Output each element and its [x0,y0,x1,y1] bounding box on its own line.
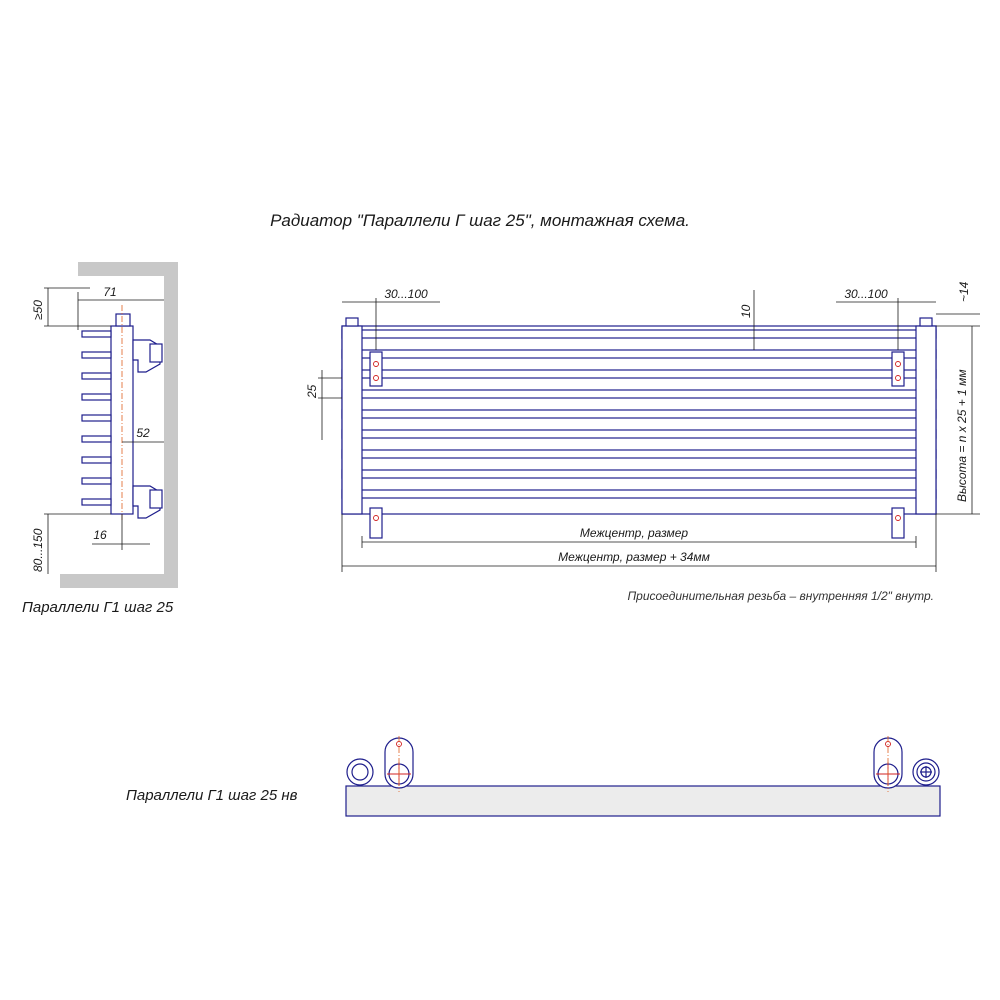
dim-bottom-gap: 80...150 [31,528,45,572]
side-top-plug [115,313,131,327]
front-view: 30...100 30...100 10 ~14 25 Высота = n x… [305,281,980,603]
dim-height: Высота = n x 25 + 1 мм [955,369,969,502]
side-bracket-bottom [132,485,163,519]
front-tubes [341,329,937,499]
dim-pipe-offset: 16 [93,528,107,542]
dim-center-distance: Межцентр, размер [580,526,689,540]
front-right-plug [919,317,933,327]
ceiling [78,262,178,276]
front-right-collector [915,325,937,515]
dim-bracket-offset: 52 [136,426,150,440]
front-left-plug [345,317,359,327]
front-bracket-top-right [891,351,905,387]
side-bracket-top [132,339,163,373]
dim-top-gap: ≥50 [31,300,45,320]
top-body [345,785,941,817]
wall [164,262,178,588]
top-view: Параллели Г1 шаг 25 нв [126,736,941,817]
top-right-fitting [873,736,940,792]
side-fins [81,330,112,506]
front-bracket-bottom-left [369,507,383,539]
dim-pitch: 25 [305,384,319,399]
front-left-collector [341,325,363,515]
front-bracket-bottom-right [891,507,905,539]
top-left-fitting [346,736,414,792]
top-view-caption: Параллели Г1 шаг 25 нв [126,787,298,804]
dim-tube-gap: 10 [739,304,753,318]
floor [60,574,178,588]
thread-note: Присоединительная резьба – внутренняя 1/… [627,589,934,603]
dim-overall-width: Межцентр, размер + 34мм [558,550,710,564]
drawing-title: Радиатор "Параллели Г шаг 25", монтажная… [270,211,690,230]
side-view-caption: Параллели Г1 шаг 25 [22,599,174,616]
dim-depth: 71 [103,285,116,299]
dim-left-connection: 30...100 [384,287,428,301]
dim-top-margin: ~14 [957,281,971,302]
front-bracket-top-left [369,351,383,387]
side-view: 71 ≥50 52 16 80...150 Параллели Г1 шаг 2… [22,262,178,616]
dim-right-connection: 30...100 [844,287,888,301]
